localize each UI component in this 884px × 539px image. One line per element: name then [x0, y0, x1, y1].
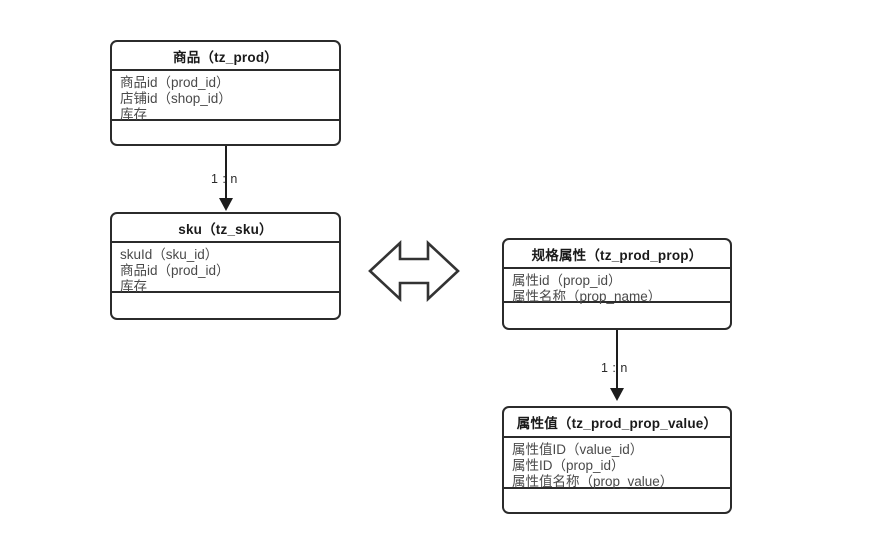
- entity-footer-tz-prod: [112, 121, 339, 144]
- entity-title-tz-prod-prop-value: 属性值（tz_prod_prop_value）: [504, 408, 730, 438]
- entity-attributes-tz-prod-prop: 属性id（prop_id） 属性名称（prop_name）: [504, 269, 730, 304]
- connector-line: [225, 146, 227, 199]
- attribute-row: 属性值名称（prop_value）: [512, 474, 674, 489]
- entity-footer-tz-prod-prop-value: [504, 489, 730, 512]
- entity-title-tz-sku: sku（tz_sku）: [112, 214, 339, 243]
- attribute-row: 商品id（prod_id）: [120, 75, 230, 90]
- relation-sku-to-prop: [366, 235, 462, 307]
- connector-arrowhead: [219, 198, 233, 211]
- entity-title-tz-prod: 商品（tz_prod）: [112, 42, 339, 71]
- entity-attributes-tz-prod: 商品id（prod_id） 店铺id（shop_id） 库存: [112, 71, 339, 122]
- entity-tz-prod-prop-value[interactable]: 属性值（tz_prod_prop_value） 属性值ID（value_id） …: [502, 406, 732, 514]
- entity-tz-prod-prop[interactable]: 规格属性（tz_prod_prop） 属性id（prop_id） 属性名称（pr…: [502, 238, 732, 330]
- attribute-row: 属性id（prop_id）: [512, 273, 622, 288]
- entity-title-tz-prod-prop: 规格属性（tz_prod_prop）: [504, 240, 730, 269]
- attribute-row: skuId（sku_id）: [120, 247, 219, 262]
- entity-attributes-tz-prod-prop-value: 属性值ID（value_id） 属性ID（prop_id） 属性值名称（prop…: [504, 438, 730, 489]
- entity-footer-tz-sku: [112, 293, 339, 318]
- connector-arrowhead: [610, 388, 624, 401]
- entity-attributes-tz-sku: skuId（sku_id） 商品id（prod_id） 库存: [112, 243, 339, 294]
- attribute-row: 库存: [120, 107, 147, 122]
- entity-footer-tz-prod-prop: [504, 303, 730, 328]
- relation-label-prod-sku: 1 : n: [211, 172, 238, 186]
- attribute-row: 商品id（prod_id）: [120, 263, 230, 278]
- attribute-row: 库存: [120, 279, 147, 294]
- entity-tz-sku[interactable]: sku（tz_sku） skuId（sku_id） 商品id（prod_id） …: [110, 212, 341, 320]
- attribute-row: 店铺id（shop_id）: [120, 91, 232, 106]
- entity-tz-prod[interactable]: 商品（tz_prod） 商品id（prod_id） 店铺id（shop_id） …: [110, 40, 341, 146]
- double-headed-arrow-icon: [368, 240, 460, 302]
- attribute-row: 属性名称（prop_name）: [512, 289, 662, 304]
- attribute-row: 属性值ID（value_id）: [512, 442, 644, 457]
- attribute-row: 属性ID（prop_id）: [512, 458, 625, 473]
- relation-label-prop-value: 1 : n: [601, 361, 628, 375]
- connector-line: [616, 330, 618, 389]
